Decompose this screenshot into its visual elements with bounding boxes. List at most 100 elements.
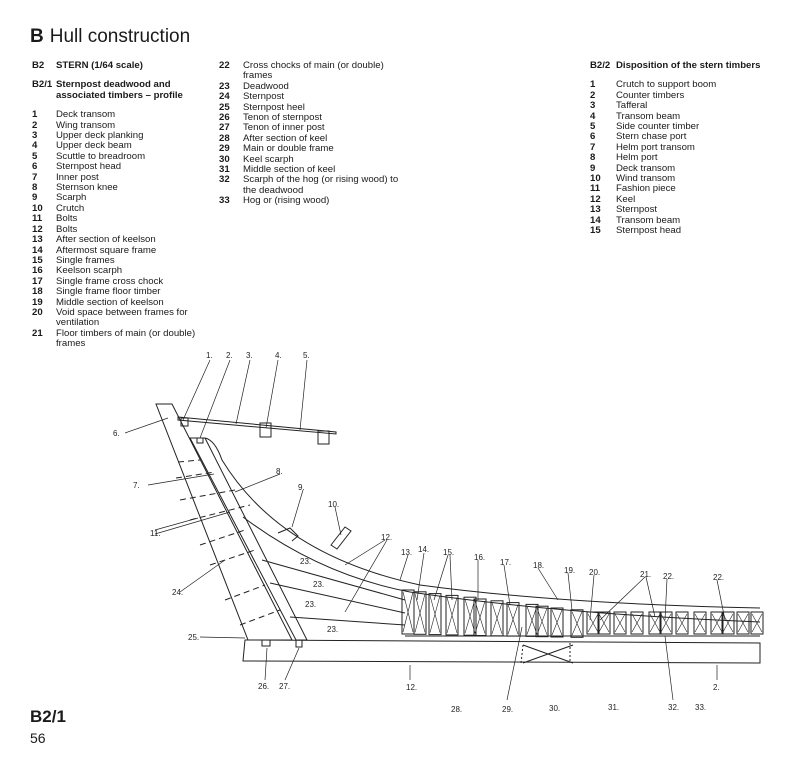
frame-cross-mark: [414, 593, 426, 633]
legend-text: After section of keelson: [56, 234, 156, 246]
legend-number: 22: [219, 60, 230, 71]
frame-timber: [490, 600, 504, 637]
callout-label: 26.: [258, 682, 269, 691]
deck-planking: [177, 416, 337, 435]
legend-text: Hog or (rising wood): [243, 195, 330, 207]
deck-beam: [259, 422, 272, 438]
legend-text: Bolts: [56, 213, 78, 225]
frame-cross-mark: [464, 599, 476, 634]
page-number: 56: [30, 730, 46, 746]
legend-text: Upper deck planking: [56, 130, 144, 142]
bolts: [175, 459, 281, 626]
frame-timber: [463, 596, 477, 636]
frame-cross-mark: [551, 609, 563, 636]
legend-text: Sternpost heel: [243, 101, 305, 113]
legend-number: 13: [590, 204, 601, 216]
callout-label: 22.: [713, 573, 724, 582]
legend-number: 28: [219, 132, 230, 144]
legend-text: Helm port transom: [616, 141, 695, 153]
callout-label: 11.: [150, 529, 161, 538]
frame-timber: [570, 609, 584, 638]
legend-number: 9: [32, 192, 38, 204]
callout-label: 10.: [328, 500, 339, 509]
frame-cross-mark: [536, 608, 548, 635]
frame-timber: [630, 611, 644, 635]
callout-label: 2.: [713, 683, 720, 692]
callout-label: 32.: [668, 703, 679, 712]
frame-timber: [506, 602, 520, 637]
legend-text: Sternson knee: [56, 182, 118, 194]
frame-timber: [613, 611, 627, 635]
legend-number: 33: [219, 195, 230, 207]
legend-number: 1: [32, 109, 38, 121]
legend-text: Aftermost square frame: [56, 244, 157, 256]
legend-text: Scarph of the hog (or rising wood) to th…: [243, 174, 399, 196]
legend-text: Counter timbers: [616, 89, 685, 101]
frame-cross-mark: [587, 613, 599, 633]
legend-item: 1 Deck transom: [32, 109, 212, 121]
frame-timber: [550, 607, 564, 638]
frame-timber: [535, 605, 549, 638]
legend-number: 18: [32, 286, 43, 298]
frame-timber: [710, 611, 724, 635]
legend-number: 12: [590, 193, 601, 205]
legend-text: Middle section of keel: [243, 164, 336, 176]
legend-number: 12: [32, 223, 43, 235]
callout-label: 8.: [276, 467, 283, 476]
legend-number: 1: [590, 79, 596, 91]
callout-label: 19.: [564, 566, 575, 575]
legend-number: 6: [590, 131, 596, 143]
frames: [401, 589, 764, 638]
legend-list: 22 Cross chocks of main (or double) frame…: [219, 60, 404, 207]
legend-text: Upper deck beam: [56, 140, 132, 152]
callout-label: 12.: [406, 683, 417, 692]
deck-beam: [317, 430, 330, 445]
frame-cross-mark: [474, 600, 486, 634]
legend-text: Cross chocks of main (or double) frames: [243, 60, 384, 82]
frame-cross-mark: [614, 613, 626, 633]
callout-label: 20.: [589, 568, 600, 577]
frame-cross-mark: [446, 597, 458, 633]
frame-cross-mark: [402, 591, 414, 633]
legend-item: 22 Cross chocks of main (or double) frame…: [219, 60, 404, 82]
keelson-top: [204, 437, 761, 609]
callout-label: 13.: [401, 548, 412, 557]
frame-cross-mark: [571, 611, 583, 636]
legend-text: Fashion piece: [616, 183, 676, 195]
legend-text: Tafferal: [616, 100, 648, 112]
frame-timber: [428, 593, 442, 636]
legend-number: 5: [590, 121, 596, 133]
callout-label: 21.: [640, 570, 651, 579]
legend-number: 7: [590, 141, 596, 153]
legend-item: 7 Helm port transom: [590, 141, 780, 153]
callout-label: 31.: [608, 703, 619, 712]
callout-label: 23.: [313, 580, 324, 589]
frame-cross-mark: [751, 613, 763, 633]
frame-cross-mark: [660, 613, 672, 633]
callout-label: 7.: [133, 481, 140, 490]
callout-label: 28.: [451, 705, 462, 714]
legend-text: Deck transom: [56, 109, 116, 121]
legend-text: Tenon of inner post: [243, 122, 325, 134]
legend-number: 4: [590, 110, 596, 122]
frame-cross-mark: [737, 613, 749, 633]
callout-label: 25.: [188, 633, 199, 642]
legend-number: 8: [32, 182, 38, 194]
crutch: [330, 526, 352, 550]
callout-label: 17.: [500, 558, 511, 567]
